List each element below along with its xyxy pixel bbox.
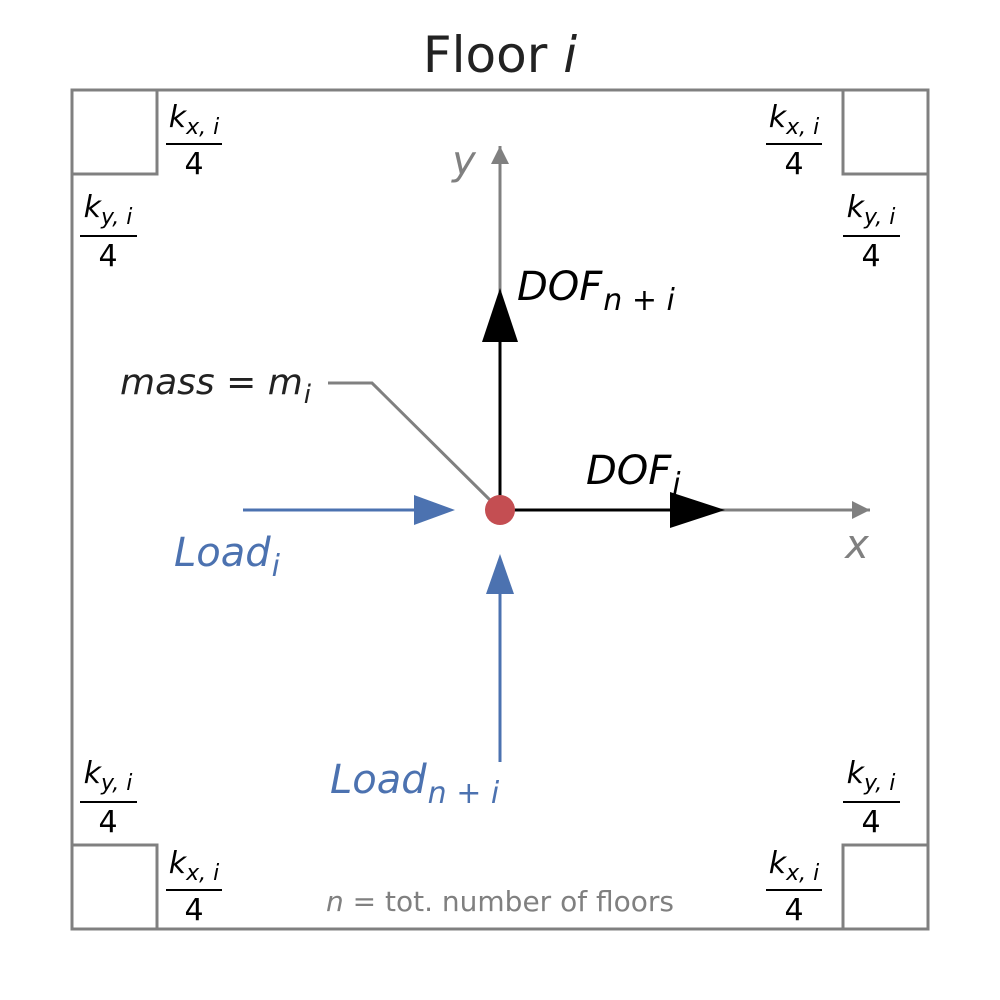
dof-horizontal-arrowhead xyxy=(670,492,725,528)
load-vertical-arrowhead xyxy=(486,554,514,594)
svg-text:4: 4 xyxy=(861,239,880,274)
corner-column-bottom-right xyxy=(841,843,928,929)
svg-text:4: 4 xyxy=(98,805,117,840)
dof-vertical-arrowhead xyxy=(482,288,518,342)
svg-text:4: 4 xyxy=(861,805,880,840)
svg-text:4: 4 xyxy=(784,147,803,182)
dof-vertical-label: DOFn + i xyxy=(517,264,676,318)
mass-point xyxy=(485,495,515,525)
svg-text:4: 4 xyxy=(98,239,117,274)
load-horizontal-label: Loadi xyxy=(174,530,281,584)
mass-label: mass = mi xyxy=(120,362,312,410)
stiffness-ky-bottom-right: ky, i 4 xyxy=(843,756,900,840)
mass-leader-line xyxy=(328,381,496,506)
corner-column-top-left xyxy=(72,90,159,176)
svg-text:kx, i: kx, i xyxy=(169,846,220,886)
stiffness-ky-bottom-left: ky, i 4 xyxy=(80,756,137,840)
stiffness-kx-top-right: kx, i 4 xyxy=(766,100,822,182)
svg-text:4: 4 xyxy=(184,147,203,182)
svg-text:kx, i: kx, i xyxy=(769,100,820,140)
svg-text:ky, i: ky, i xyxy=(84,190,133,230)
footnote: n = tot. number of floors xyxy=(326,885,674,918)
diagram-title: Floor i xyxy=(423,26,577,84)
svg-text:kx, i: kx, i xyxy=(769,846,820,886)
load-horizontal-arrowhead xyxy=(414,495,455,525)
stiffness-ky-top-left: ky, i 4 xyxy=(80,190,137,274)
stiffness-kx-top-left: kx, i 4 xyxy=(166,100,222,182)
y-axis-label: y xyxy=(451,138,477,184)
svg-text:ky, i: ky, i xyxy=(84,756,133,796)
stiffness-kx-bottom-left: kx, i 4 xyxy=(166,846,222,928)
corner-column-top-right xyxy=(841,90,928,176)
floor-outline xyxy=(70,88,930,931)
x-axis-label: x xyxy=(843,522,869,568)
svg-text:4: 4 xyxy=(784,893,803,928)
stiffness-ky-top-right: ky, i 4 xyxy=(843,190,900,274)
svg-text:ky, i: ky, i xyxy=(847,756,896,796)
load-vertical-label: Loadn + i xyxy=(330,757,500,811)
corner-column-bottom-left xyxy=(72,843,159,929)
stiffness-kx-bottom-right: kx, i 4 xyxy=(766,846,822,928)
svg-text:ky, i: ky, i xyxy=(847,190,896,230)
dof-horizontal-label: DOFi xyxy=(586,448,681,502)
svg-text:kx, i: kx, i xyxy=(169,100,220,140)
svg-text:4: 4 xyxy=(184,893,203,928)
